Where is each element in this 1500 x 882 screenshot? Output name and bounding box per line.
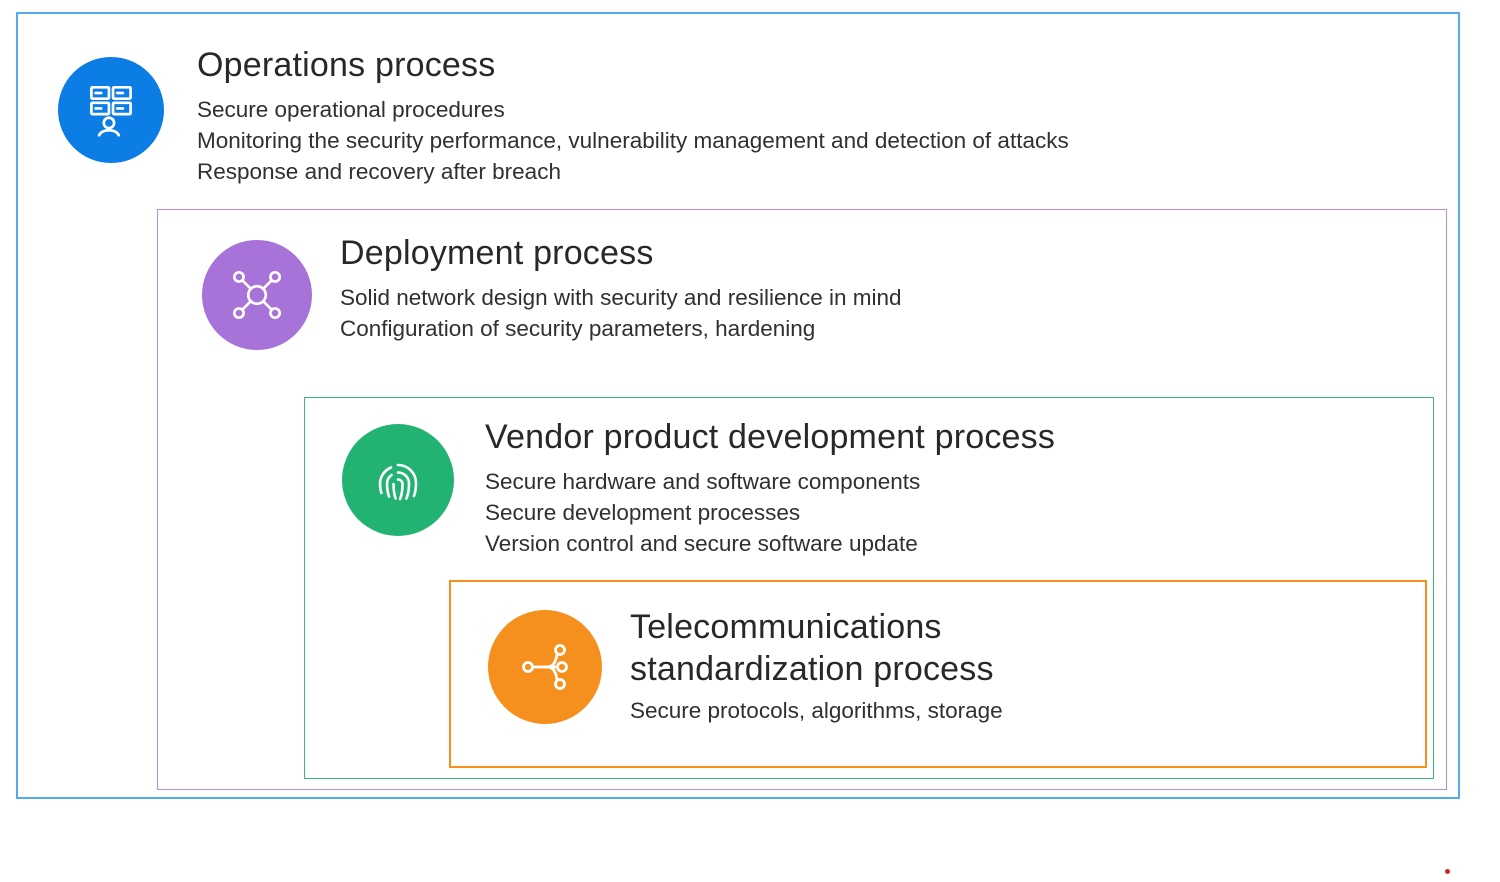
operations-line-1: Secure operational procedures	[197, 97, 505, 122]
vendor-line-2: Secure development processes	[485, 500, 801, 525]
vendor-title: Vendor product development process	[485, 418, 1056, 456]
telecom-process-box	[449, 580, 1427, 768]
operations-text-block: Operations process Secure operational pr…	[197, 46, 1069, 187]
operations-process-box	[16, 12, 1460, 799]
deployment-line-2: Configuration of security parameters, ha…	[340, 316, 816, 341]
telecom-title: Telecommunications standardization proce…	[630, 606, 1003, 690]
operations-line-2: Monitoring the security performance, vul…	[197, 128, 1069, 153]
fingerprint-icon	[342, 424, 454, 536]
telecom-text-block: Telecommunications standardization proce…	[630, 606, 1003, 726]
deployment-line-1: Solid network design with security and r…	[340, 285, 902, 310]
deployment-title: Deployment process	[340, 234, 654, 272]
operations-title: Operations process	[197, 46, 496, 84]
telecom-title-line-1: Telecommunications	[630, 608, 942, 646]
operations-line-3: Response and recovery after breach	[197, 159, 561, 184]
vendor-line-3: Version control and secure software upda…	[485, 531, 918, 556]
stray-red-dot	[1445, 869, 1450, 874]
branch-share-icon	[488, 610, 602, 724]
vendor-text-block: Vendor product development process Secur…	[485, 418, 1055, 559]
vendor-line-1: Secure hardware and software components	[485, 469, 921, 494]
network-nodes-icon	[202, 240, 312, 350]
server-rack-user-icon	[58, 57, 164, 163]
telecom-title-line-2: standardization process	[630, 650, 994, 688]
deployment-text-block: Deployment process Solid network design …	[340, 234, 902, 344]
telecom-line-1: Secure protocols, algorithms, storage	[630, 698, 1003, 723]
